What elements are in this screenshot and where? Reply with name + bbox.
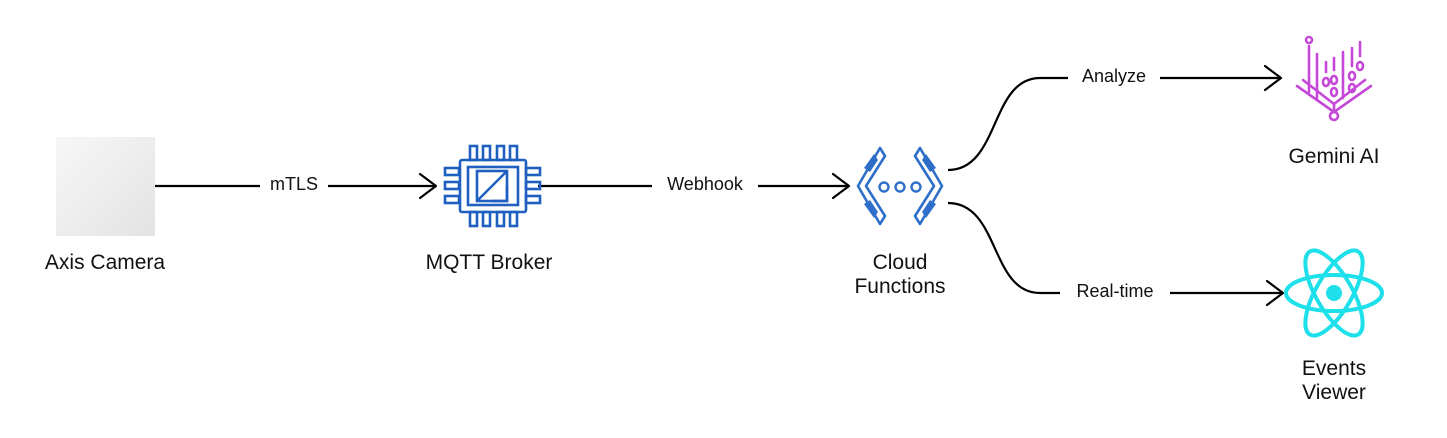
edge-label-mtls: mTLS [270,174,318,194]
image-placeholder-icon [56,137,155,236]
node-label-functions-line1: Cloud [873,251,928,274]
node-label-mqtt: MQTT Broker [426,251,553,274]
edge-label-bg [652,172,758,196]
node-label-camera: Axis Camera [45,251,166,274]
react-atom-icon [1284,248,1384,338]
node-label-viewer-line1: Events [1302,357,1366,380]
node-label-functions-line2: Functions [854,275,945,298]
node-events-viewer[interactable]: Events Viewer [1284,242,1384,404]
node-mqtt-broker[interactable]: MQTT Broker [426,144,553,274]
node-label-viewer-line2: Viewer [1302,381,1366,404]
edge-label-bg [1060,279,1170,303]
edge-label-webhook: Webhook [667,174,744,194]
edge-analyze [947,64,1283,172]
chip-icon [443,144,542,228]
edge-label-realtime: Real-time [1076,281,1153,301]
edge-label-bg [260,172,328,196]
node-gemini-ai[interactable]: Gemini AI [1288,35,1380,168]
gemini-ai-icon [1295,35,1373,122]
cloud-functions-icon [856,146,944,226]
edge-label-bg [1068,64,1160,88]
node-label-gemini: Gemini AI [1288,145,1379,168]
edge-label-analyze: Analyze [1082,66,1146,86]
node-axis-camera[interactable]: Axis Camera [45,137,166,274]
edge-realtime [947,201,1285,307]
node-cloud-functions[interactable]: Cloud Functions [854,146,946,298]
